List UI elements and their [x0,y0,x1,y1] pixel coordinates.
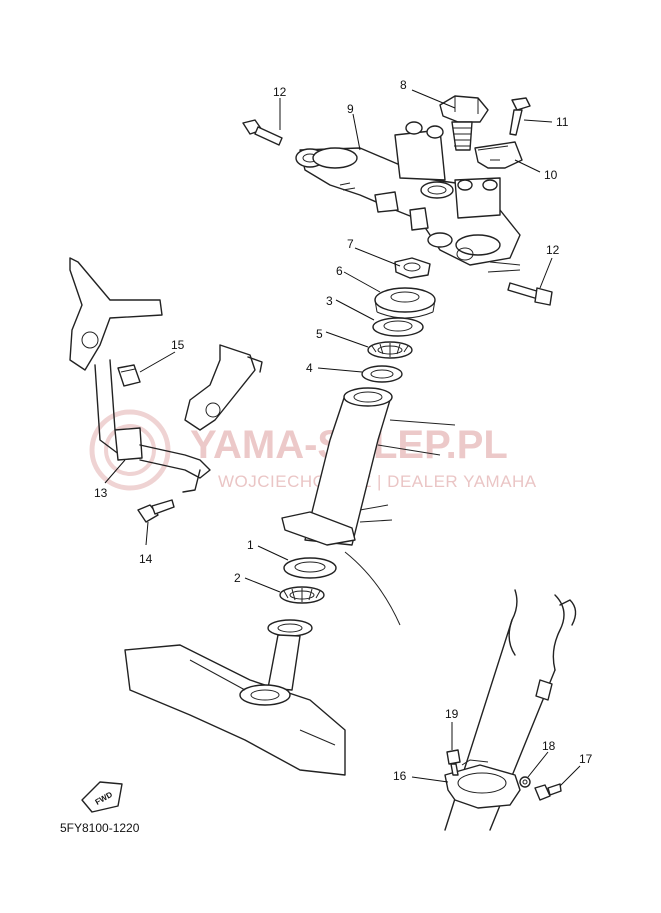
callout-8: 8 [400,78,407,92]
callout-1: 1 [247,538,254,552]
clamp-16 [444,759,521,809]
callout-2: 2 [234,571,241,585]
callout-13: 13 [94,486,108,500]
callout-12-upper: 12 [273,85,287,99]
forward-arrow-icon: FWD [81,781,123,813]
callout-5: 5 [316,327,323,341]
handlebar-holder [474,141,523,169]
washer-18 [519,776,531,788]
callout-6: 6 [336,264,343,278]
head-pipe [281,387,456,626]
callout-7: 7 [347,237,354,251]
callout-18: 18 [542,739,556,753]
diagram-code: 5FY8100-1220 [60,821,140,835]
lower-bracket [124,619,346,776]
callout-16: 16 [393,769,407,783]
bolt-12-right [507,282,553,306]
race-4 [361,365,403,383]
callout-10: 10 [544,168,558,182]
seal-3 [372,317,424,337]
watermark-subtitle: WOJCIECHOWICZ | DEALER YAMAHA [218,472,537,491]
callout-17: 17 [579,752,593,766]
steering-nut [439,95,489,151]
race-1 [283,557,337,579]
upper-bracket [295,121,521,273]
callouts: 12 9 8 11 10 7 6 3 5 4 12 15 13 14 1 2 1… [94,78,593,783]
bolt-19 [446,749,461,776]
leader-lines [104,89,581,787]
callout-12-right: 12 [546,243,560,257]
callout-15: 15 [171,338,185,352]
callout-3: 3 [326,294,333,308]
callout-19: 19 [445,707,459,721]
bearing-2 [279,586,325,604]
callout-11: 11 [556,115,569,129]
washer-6 [374,287,436,319]
cable-guide-bracket [69,257,263,493]
callout-4: 4 [306,361,313,375]
bearing-5 [367,341,413,359]
grommet-15 [117,364,141,387]
callout-9: 9 [347,102,354,116]
bolt-12-upper [242,119,283,146]
bolt-14 [137,499,175,523]
bolt-11 [509,97,531,136]
callout-14: 14 [139,552,153,566]
ring-nut-7 [394,257,431,279]
bolt-17 [534,783,562,801]
watermark: YAMA-SKLEP.PL WOJCIECHOWICZ | DEALER YAM… [89,409,537,491]
